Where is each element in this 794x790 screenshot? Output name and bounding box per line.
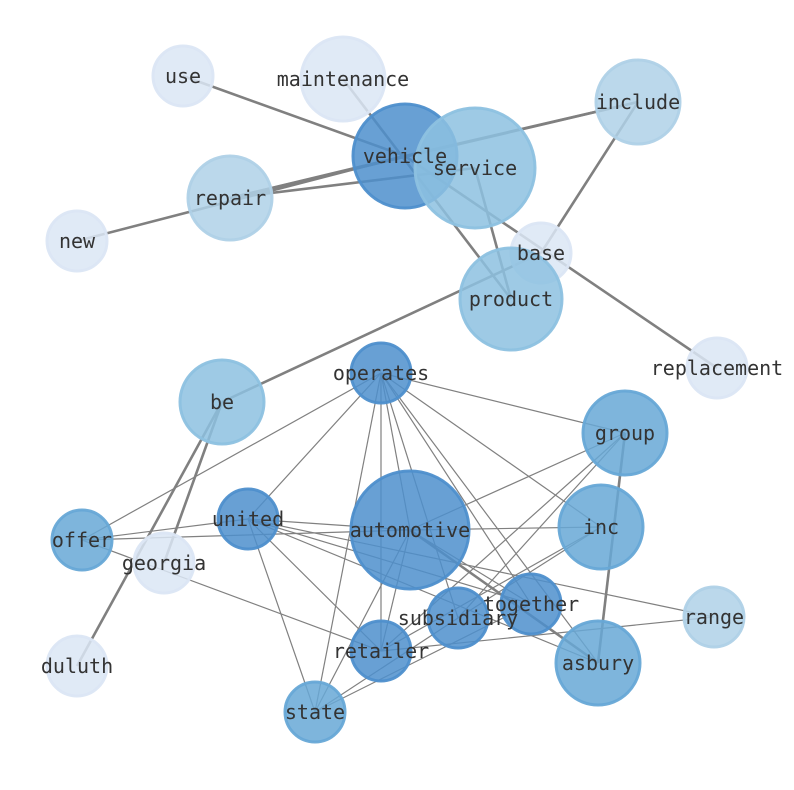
node-label-base: base bbox=[517, 241, 565, 265]
node-label-georgia: georgia bbox=[122, 551, 206, 575]
node-use bbox=[151, 44, 215, 108]
edge-united-state bbox=[247, 518, 316, 713]
node-replacement bbox=[685, 336, 749, 400]
node-layer bbox=[45, 35, 749, 744]
node-label-state: state bbox=[285, 700, 345, 724]
edge-be-duluth bbox=[75, 401, 224, 667]
node-united bbox=[216, 487, 280, 551]
node-label-range: range bbox=[684, 605, 744, 629]
node-label-use: use bbox=[165, 64, 201, 88]
node-label-be: be bbox=[210, 390, 234, 414]
node-label-united: united bbox=[212, 507, 284, 531]
edge-operates-offer bbox=[81, 372, 382, 541]
node-label-new: new bbox=[59, 229, 96, 253]
node-label-offer: offer bbox=[52, 528, 112, 552]
node-label-service: service bbox=[433, 156, 517, 180]
edge-operates-state bbox=[314, 372, 382, 713]
node-product bbox=[458, 246, 564, 352]
node-label-repair: repair bbox=[194, 186, 266, 210]
node-inc bbox=[557, 483, 645, 571]
node-repair bbox=[186, 154, 274, 242]
node-label-automotive: automotive bbox=[350, 518, 470, 542]
edge-offer-retailer bbox=[81, 539, 382, 652]
edge-united-asbury bbox=[247, 518, 599, 664]
node-include bbox=[594, 58, 682, 146]
edge-group-retailer bbox=[380, 432, 626, 652]
node-label-inc: inc bbox=[583, 515, 619, 539]
node-label-replacement: replacement bbox=[651, 356, 783, 380]
node-range bbox=[682, 585, 746, 649]
node-offer bbox=[50, 508, 114, 572]
node-subsidiary bbox=[426, 586, 490, 650]
node-automotive bbox=[349, 469, 471, 591]
node-asbury bbox=[554, 619, 642, 707]
edge-retailer-range bbox=[380, 616, 715, 652]
edge-together-state bbox=[314, 603, 532, 713]
node-label-vehicle: vehicle bbox=[363, 144, 447, 168]
edge-united-range bbox=[247, 518, 715, 618]
node-label-subsidiary: subsidiary bbox=[398, 606, 518, 630]
node-label-together: together bbox=[483, 592, 579, 616]
node-new bbox=[45, 209, 109, 273]
node-label-maintenance: maintenance bbox=[277, 67, 409, 91]
node-maintenance bbox=[299, 35, 387, 123]
node-duluth bbox=[45, 634, 109, 698]
node-service bbox=[413, 106, 537, 230]
node-label-retailer: retailer bbox=[333, 639, 429, 663]
node-operates bbox=[349, 341, 413, 405]
node-label-asbury: asbury bbox=[562, 651, 634, 675]
node-state bbox=[283, 680, 347, 744]
edge-operates-united bbox=[247, 372, 382, 520]
node-label-product: product bbox=[469, 287, 553, 311]
edge-operates-inc bbox=[380, 372, 602, 528]
node-retailer bbox=[349, 619, 413, 683]
node-label-include: include bbox=[596, 90, 680, 114]
node-label-group: group bbox=[595, 421, 655, 445]
node-label-operates: operates bbox=[333, 361, 429, 385]
node-label-duluth: duluth bbox=[41, 654, 113, 678]
edge-operates-asbury bbox=[380, 372, 599, 664]
node-be bbox=[178, 358, 266, 446]
node-group bbox=[581, 389, 669, 477]
node-together bbox=[499, 572, 563, 636]
node-georgia bbox=[132, 531, 196, 595]
